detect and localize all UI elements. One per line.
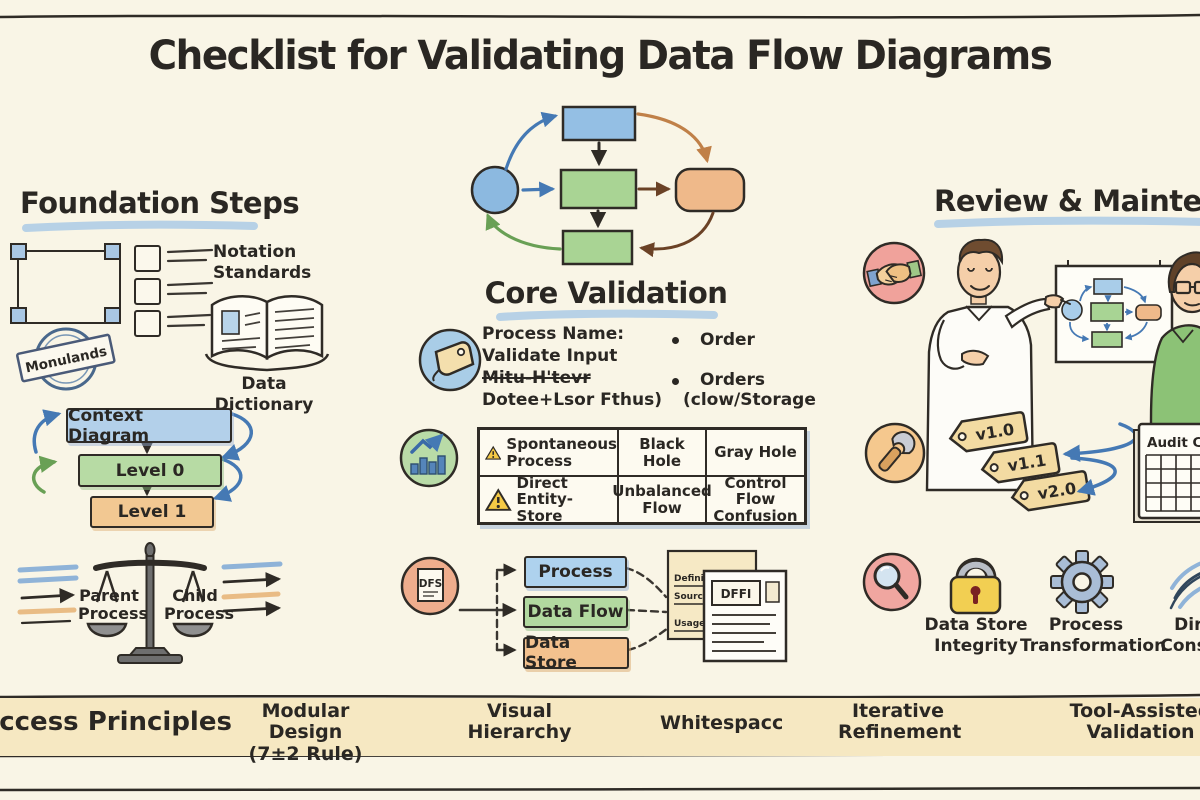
page-title: Checklist for Validating Data Flow Diagr… (148, 33, 1053, 79)
scale-parent-label: Parent Process (78, 586, 148, 624)
doc-back-line-1: Definitio (674, 574, 717, 584)
data-store-integrity-label: Data Store Integrity (924, 615, 1028, 656)
dfd-green-process-box (559, 168, 638, 210)
process-name-line: Process Name: (482, 324, 625, 344)
checklist-placeholder-lines (166, 248, 214, 328)
version-tag-v10-text: v1.0 (974, 420, 1015, 445)
table-cell-text: Direct Entity-Store (516, 474, 573, 525)
reviewer-woman (1149, 251, 1200, 492)
selection-frame (17, 250, 121, 324)
mini-dfd-diagram (470, 105, 746, 266)
doc-back-line-2: Source (674, 592, 709, 602)
warning-icon (485, 487, 512, 511)
checkbox-checked-1 (134, 245, 161, 272)
gear-icon (1050, 550, 1114, 614)
element-box-process: Process (524, 556, 627, 588)
checkbox-checked-2 (134, 278, 161, 305)
review-whiteboard (1054, 260, 1174, 364)
presenter-man (925, 238, 1071, 492)
scale-child-label: Child Process (164, 586, 234, 624)
dfd-blue-process-box (561, 105, 637, 142)
approval-stamp-icon: Monulands (16, 327, 116, 391)
scribble-line-1: Mitu-H'tevr (482, 368, 591, 388)
flow-box-level-0: Level 0 (78, 454, 222, 487)
flow-box-level-1: Level 1 (90, 496, 214, 528)
banner-item-modular: Modular Design (7±2 Rule) (248, 700, 363, 765)
table-cell-black-hole: Black Hole (618, 429, 706, 476)
banner-item-visual: Visual Hierarchy (467, 700, 572, 744)
review-heading: Review & Maintenance (934, 184, 1200, 218)
audit-calendar-icon: Audit Cal (1133, 422, 1200, 523)
doc-front-header: DFFI (721, 587, 752, 601)
version-cycle-arrows (1062, 422, 1138, 496)
scribble-line-2: Dotee+Lsor Fthus) (482, 390, 662, 410)
doc-back-line-3: Usage (674, 619, 705, 629)
direction-consistency-label: Direction Consistency (1160, 615, 1200, 656)
dfd-orange-store-box (674, 167, 746, 213)
magnifier-icon (862, 552, 922, 612)
calendar-header-text: Audit Cal (1147, 435, 1200, 451)
flow-box-context-diagram: Context Diagram (66, 406, 232, 446)
element-box-data-store: Data Store (523, 633, 629, 673)
banner-item-iterative: Iterative Refinement (838, 700, 962, 744)
chart-icon (399, 428, 459, 488)
selection-handle (104, 243, 121, 260)
dfd-external-entity-circle (470, 165, 520, 215)
table-cell-text: Control Flow Confusion (713, 474, 798, 525)
dfd-document-icon: DFS (400, 556, 460, 616)
stamp-text: Monulands (24, 344, 108, 377)
tag-icon (418, 328, 482, 392)
bullet-dot (672, 378, 679, 385)
definition-documents: Definitio Source Usage DFFI (666, 549, 788, 663)
direction-swoosh-icon (1169, 561, 1200, 610)
table-cell-gray-hole: Gray Hole (706, 429, 805, 476)
dfd-green-bottom-box (561, 229, 634, 266)
core-heading: Core Validation (484, 276, 728, 310)
table-cell-text: Gray Hole (714, 443, 797, 462)
warning-icon (485, 445, 502, 460)
lock-icon (949, 557, 1002, 615)
foundation-heading: Foundation Steps (20, 186, 300, 220)
wrench-icon (864, 422, 926, 484)
table-cell-control-flow: Control Flow Confusion (706, 474, 805, 525)
dfd-doc-text: DFS (419, 578, 442, 590)
selection-handle (104, 307, 121, 324)
handshake-icon (862, 241, 926, 305)
bullet-dot (672, 337, 679, 344)
table-cell-spontaneous: Spontaneous Process (479, 429, 618, 476)
error-pattern-table: Spontaneous Process Black Hole Gray Hole… (477, 427, 807, 525)
version-tag-v20-text: v2.0 (1036, 479, 1077, 504)
bullet-orders-label: Orders (700, 370, 766, 390)
version-tag-v20: v2.0 (1010, 470, 1091, 512)
element-box-data-flow: Data Flow (523, 596, 628, 628)
table-cell-text: Unbalanced Flow (612, 482, 712, 517)
version-tag-v10: v1.0 (948, 411, 1029, 453)
banner-item-whitespace: Whitespacc (660, 712, 784, 734)
process-transformation-label: Process Transformation (1020, 615, 1167, 656)
table-cell-direct-entity: Direct Entity-Store (479, 474, 618, 525)
version-tag-v11-text: v1.1 (1006, 451, 1047, 476)
table-cell-unbalanced: Unbalanced Flow (612, 476, 712, 523)
selection-handle (10, 307, 27, 324)
data-dictionary-label: Data Dictionary (214, 374, 314, 415)
banner-item-tool: Tool-Assisted Validation (1069, 700, 1200, 744)
version-tag-v11: v1.1 (980, 442, 1061, 484)
bullet-order-label: Order (700, 330, 755, 350)
banner-heading: Success Principles (0, 707, 232, 737)
validate-input-line: Validate Input (482, 346, 618, 366)
table-cell-text: Black Hole (639, 435, 685, 470)
bullet-orders-sub-label: (clow/Storage (683, 390, 816, 410)
data-dictionary-book-icon (204, 295, 330, 372)
scale-flow-lines (17, 561, 283, 625)
table-cell-text: Spontaneous Process (506, 435, 617, 470)
notation-standards-label: Notation Standards (213, 242, 312, 283)
selection-handle (10, 243, 27, 260)
checkbox-unchecked (134, 310, 161, 337)
